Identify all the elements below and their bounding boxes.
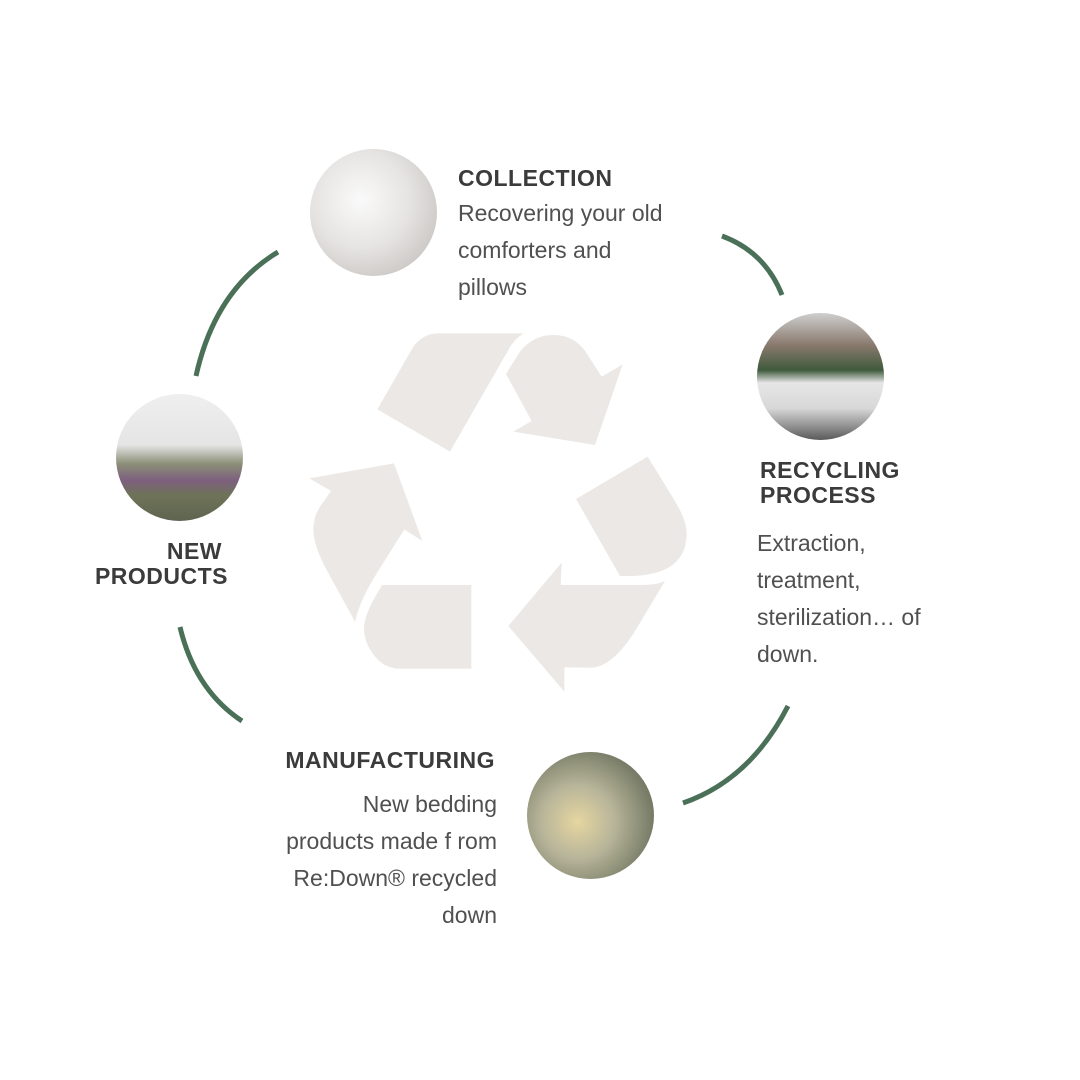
title-line: NEW — [166, 538, 222, 564]
recycling-description: Extraction, treatment, sterilization… of… — [757, 525, 921, 673]
title-line: RECYCLING — [760, 457, 900, 483]
recycle-arrow — [508, 562, 665, 692]
manufacturing-description: New bedding products made f rom Re:Down®… — [286, 786, 497, 934]
recycle-segment — [576, 456, 687, 576]
description-line: products made f rom — [286, 828, 497, 854]
description-line: comforters and — [458, 237, 612, 263]
white-comforter-photo — [310, 149, 437, 276]
description-line: Recovering your old — [458, 200, 663, 226]
bedroom-pillows-photo — [116, 394, 243, 521]
arc-recycling-to-manufacturing — [682, 704, 791, 806]
arc-collection-to-recycling — [721, 233, 785, 296]
description-line: Re:Down® recycled — [293, 865, 497, 891]
title-line: PRODUCTS — [94, 563, 228, 589]
recycle-segment — [377, 333, 524, 452]
recycle-arrow — [506, 335, 623, 445]
recycle-segment — [364, 585, 472, 669]
collection-description: Recovering your old comforters and pillo… — [458, 195, 663, 306]
description-line: sterilization… of — [757, 604, 921, 630]
collection-title: COLLECTION — [458, 165, 613, 191]
manufacturing-title: MANUFACTURING — [285, 747, 495, 773]
factory-machinery-photo — [757, 313, 884, 440]
description-line: New bedding — [362, 791, 497, 817]
recycle-arrow — [309, 463, 423, 622]
description-line: Extraction, — [757, 530, 866, 556]
description-line: pillows — [458, 274, 528, 300]
description-line: down — [442, 902, 497, 928]
title-line: PROCESS — [760, 482, 876, 508]
description-line: down. — [757, 641, 819, 667]
sewing-machine-photo — [527, 752, 654, 879]
arc-manufacturing-to-new — [177, 626, 244, 724]
description-line: treatment, — [757, 567, 861, 593]
recycle-icon — [309, 333, 687, 692]
new-products-title: NEW PRODUCTS — [95, 539, 228, 589]
arc-new-to-collection — [193, 249, 280, 377]
recycling-title: RECYCLING PROCESS — [760, 458, 900, 508]
